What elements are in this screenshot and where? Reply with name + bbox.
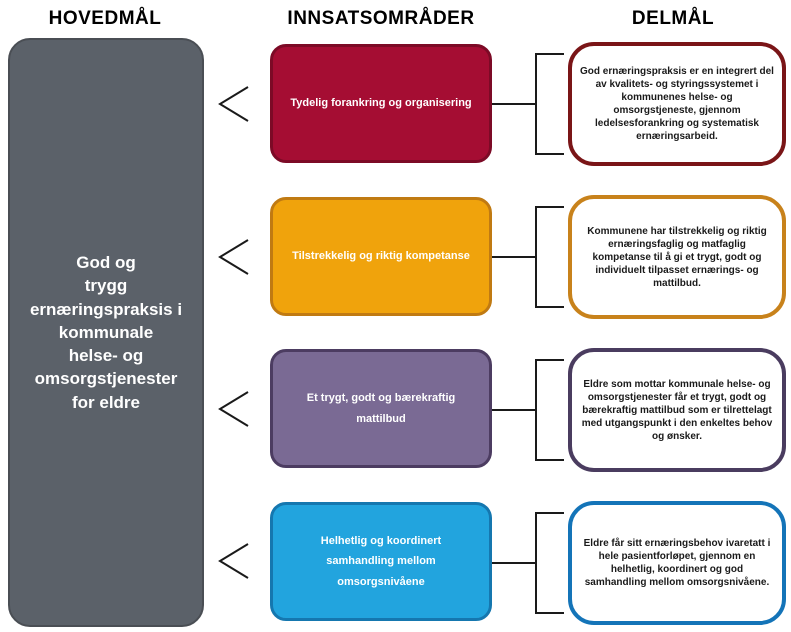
bracket-connector: [492, 53, 564, 155]
delmal-box-mattilbud: Eldre som mottar kommunale helse- og oms…: [568, 348, 786, 472]
delmal-text: God ernæringspraksis er en integrert del…: [580, 66, 774, 142]
bracket-connector: [492, 512, 564, 614]
delmal-text: Kommunene har tilstrekkelig og riktig er…: [587, 225, 767, 289]
delmal-box-samhandling: Eldre får sitt ernæringsbehov ivaretatt …: [568, 501, 786, 625]
hovedmal-box: God og trygg ernæringspraksis i kommunal…: [8, 38, 204, 627]
delmal-text: Eldre som mottar kommunale helse- og oms…: [581, 378, 773, 442]
bracket-connector: [492, 206, 564, 308]
focus-box-label: Helhetlig og koordinert samhandling mell…: [320, 534, 442, 588]
column-header-delmal: DELMÅL: [631, 8, 715, 29]
focus-box-label: Tilstrekkelig og riktig kompetanse: [292, 250, 470, 263]
focus-box-mattilbud: Et trygt, godt og bærekraftig mattilbud: [270, 349, 492, 468]
focus-box-kompetanse: Tilstrekkelig og riktig kompetanse: [270, 197, 492, 316]
focus-box-label: Tydelig forankring og organisering: [290, 97, 472, 110]
column-header-innsatsomrader: INNSATSOMRÅDER: [287, 8, 475, 29]
focus-box-samhandling: Helhetlig og koordinert samhandling mell…: [270, 502, 492, 621]
chevron-left-icon: [218, 391, 249, 427]
hovedmal-text: God og trygg ernæringspraksis i kommunal…: [29, 253, 183, 412]
focus-box-label: Et trygt, godt og bærekraftig mattilbud: [306, 392, 456, 425]
bracket-connector: [492, 359, 564, 461]
column-header-hovedmal: HOVEDMÅL: [48, 8, 162, 29]
delmal-box-kompetanse: Kommunene har tilstrekkelig og riktig er…: [568, 195, 786, 319]
delmal-box-forankring: God ernæringspraksis er en integrert del…: [568, 42, 786, 166]
chevron-left-icon: [218, 239, 249, 275]
focus-box-forankring: Tydelig forankring og organisering: [270, 44, 492, 163]
chevron-left-icon: [218, 543, 249, 579]
chevron-left-icon: [218, 86, 249, 122]
delmal-text: Eldre får sitt ernæringsbehov ivaretatt …: [583, 538, 771, 588]
